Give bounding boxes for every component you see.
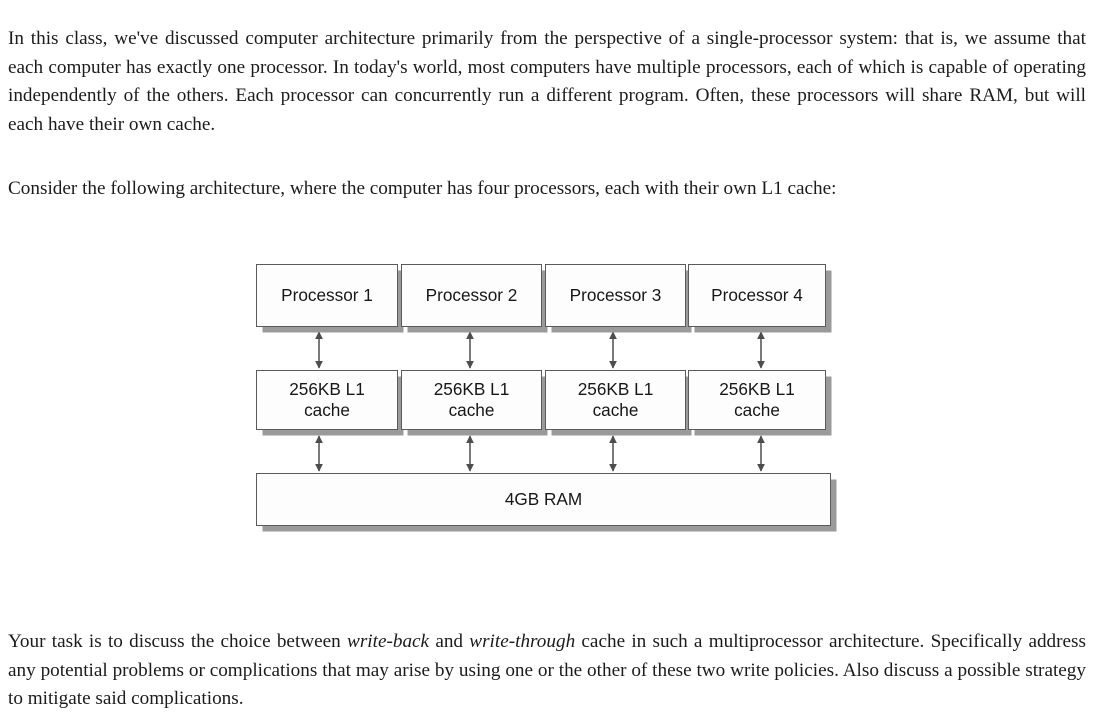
processor-box-3-label: Processor 3 (569, 285, 662, 305)
processor-box-2-label: Processor 2 (425, 285, 518, 305)
cache-box-1-label: 256KB L1 cache (289, 379, 365, 420)
processor-box-3[interactable]: Processor 3 (545, 264, 686, 327)
processor-box-4[interactable]: Processor 4 (688, 264, 826, 327)
cache-box-1[interactable]: 256KB L1 cache (256, 370, 398, 430)
memory-box-ram-label: 4GB RAM (504, 489, 583, 509)
paragraph-task: Your task is to discuss the choice betwe… (8, 628, 1086, 714)
processor-box-4-label: Processor 4 (711, 285, 803, 305)
paragraph-consider: Consider the following architecture, whe… (8, 178, 837, 200)
term-write-through: write-through (469, 631, 576, 653)
cache-box-3[interactable]: 256KB L1 cache (545, 370, 686, 430)
processor-box-1[interactable]: Processor 1 (256, 264, 398, 327)
processor-box-2[interactable]: Processor 2 (401, 264, 542, 327)
task-text-part-1: Your task is to discuss the choice betwe… (8, 631, 348, 653)
cache-box-4[interactable]: 256KB L1 cache (688, 370, 826, 430)
task-text-part-3: cache in such a multiprocessor architect… (8, 631, 1086, 710)
term-write-back: write-back (347, 631, 430, 653)
task-text-part-2: and (429, 631, 470, 653)
cache-box-4-label: 256KB L1 cache (719, 379, 795, 420)
cache-box-3-label: 256KB L1 cache (577, 379, 654, 420)
processor-box-1-label: Processor 1 (281, 285, 373, 305)
cache-box-2[interactable]: 256KB L1 cache (401, 370, 542, 430)
cache-box-2-label: 256KB L1 cache (433, 379, 510, 420)
paragraph-intro: In this class, we've discussed computer … (8, 28, 1086, 135)
memory-box-ram[interactable]: 4GB RAM (256, 473, 831, 526)
